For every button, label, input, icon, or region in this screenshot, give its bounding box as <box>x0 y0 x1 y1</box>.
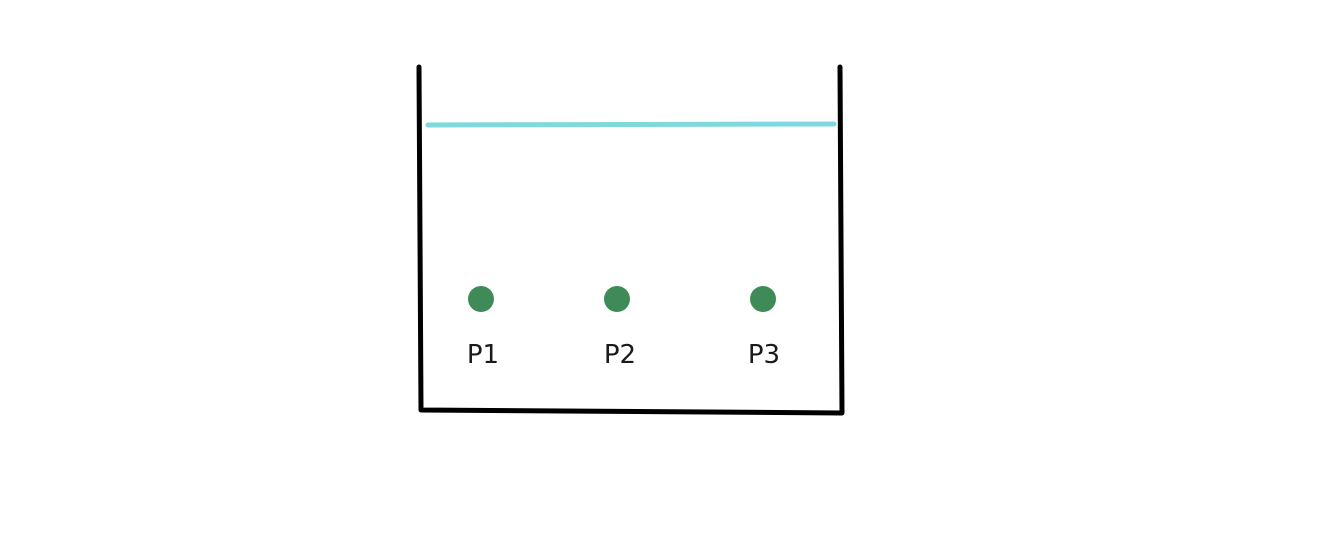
point-p2-marker <box>604 286 630 312</box>
liquid-surface-line <box>425 121 837 128</box>
point-p1-label: P1 <box>467 340 499 370</box>
point-p3-marker <box>750 286 776 312</box>
container-outline <box>416 64 845 416</box>
point-p1-marker <box>468 286 494 312</box>
point-p3-label: P3 <box>748 340 780 370</box>
point-p2-label: P2 <box>604 340 636 370</box>
